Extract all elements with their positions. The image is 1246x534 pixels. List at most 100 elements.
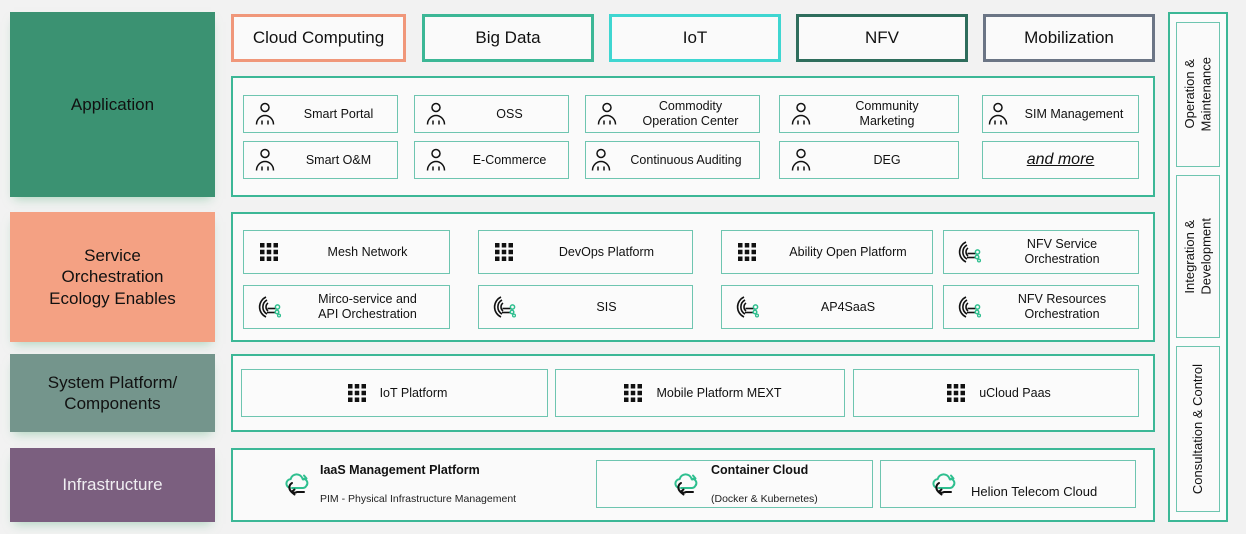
orchestration-icon [730,295,764,319]
layer-label-service: Service Orchestration Ecology Enables [10,212,215,342]
sys-item-label: uCloud Paas [979,385,1051,400]
svc-item-label: DevOps Platform [558,244,655,259]
inf-item-iaas-management-platform[interactable]: IaaS Management Platform PIM - Physical … [243,460,588,508]
category-nfv[interactable]: NFV [796,14,968,62]
category-iot[interactable]: IoT [609,14,781,62]
svc-item-sis[interactable]: SIS [478,285,693,329]
inf-item-container-cloud[interactable]: Container Cloud (Docker & Kubernetes) [596,460,873,508]
inf-item-helion-telecom-cloud[interactable]: Helion Telecom Cloud [880,460,1136,508]
inf-item-label: Container Cloud [711,462,809,477]
person-icon [250,102,280,126]
app-item-oss[interactable]: OSS [414,95,569,133]
app-item-label: E-Commerce [472,152,547,167]
orchestration-icon [952,240,986,264]
inf-item-sublabel: PIM - Physical Infrastructure Management [320,492,517,505]
grid-dots-icon [342,384,372,402]
sidebar-item-label: Integration & Development [1181,218,1213,295]
grid-dots-icon [487,243,521,261]
sidebar-item-label: Consultation & Control [1189,363,1205,495]
app-item-label: DEG [873,152,901,167]
app-item-label: and more [1026,151,1095,169]
person-icon [786,102,816,126]
sidebar-item-consultation-control[interactable]: Consultation & Control [1176,346,1220,512]
layer-label-system: System Platform/ Components [10,354,215,432]
svc-item-label: Mirco-service and API Orchestration [318,292,417,321]
cloud-sync-icon [669,471,705,497]
category-label: Cloud Computing [252,28,385,47]
sys-item-iot-platform[interactable]: IoT Platform [241,369,548,417]
grid-dots-icon [618,384,648,402]
app-item-label: SIM Management [1024,106,1124,121]
person-icon [421,148,451,172]
person-icon [786,148,816,172]
app-item-continuous-auditing[interactable]: Continuous Auditing [585,141,760,179]
inf-item-text: IaaS Management Platform PIM - Physical … [316,448,587,521]
orchestration-icon [252,295,286,319]
layer-label-system-text: System Platform/ Components [47,372,178,413]
grid-dots-icon [941,384,971,402]
app-item-smart-om[interactable]: Smart O&M [243,141,398,179]
layer-label-application-text: Application [70,94,155,114]
category-mobilization[interactable]: Mobilization [983,14,1155,62]
svc-item-nfv-resources-orchestration[interactable]: NFV Resources Orchestration [943,285,1139,329]
svc-item-label: SIS [596,299,617,314]
category-label: NFV [865,28,899,47]
svc-item-devops-platform[interactable]: DevOps Platform [478,230,693,274]
category-label: Mobilization [1024,28,1114,47]
svc-item-nfv-service-orchestration[interactable]: NFV Service Orchestration [943,230,1139,274]
svc-item-microservice-api-orchestration[interactable]: Mirco-service and API Orchestration [243,285,450,329]
sys-item-label: Mobile Platform MEXT [656,385,782,400]
layer-label-infrastructure-text: Infrastructure [62,475,163,495]
category-big-data[interactable]: Big Data [422,14,594,62]
inf-item-text: Container Cloud (Docker & Kubernetes) [705,448,872,521]
svc-item-label: Mesh Network [327,244,408,259]
app-item-label: Continuous Auditing [630,152,742,167]
app-item-label: Community Marketing [855,99,919,128]
svc-item-label: AP4SaaS [820,299,876,314]
person-icon [250,148,280,172]
category-cloud-computing[interactable]: Cloud Computing [231,14,406,62]
layer-label-infrastructure: Infrastructure [10,448,215,522]
app-item-label: OSS [496,106,523,121]
inf-item-label: IaaS Management Platform [320,462,480,477]
svc-item-label: Ability Open Platform [789,244,907,259]
sidebar-item-integration-development[interactable]: Integration & Development [1176,175,1220,338]
app-item-e-commerce[interactable]: E-Commerce [414,141,569,179]
person-icon [589,148,613,172]
inf-item-sublabel: (Docker & Kubernetes) [711,492,818,505]
app-item-deg[interactable]: DEG [779,141,959,179]
layer-label-service-text: Service Orchestration Ecology Enables [49,246,176,308]
orchestration-icon [952,295,986,319]
cloud-sync-icon [280,471,316,497]
person-icon [986,102,1010,126]
app-item-community-marketing[interactable]: Community Marketing [779,95,959,133]
category-label: Big Data [475,28,541,47]
app-item-and-more[interactable]: and more [982,141,1139,179]
sidebar-item-operation-maintenance[interactable]: Operation & Maintenance [1176,22,1220,167]
app-item-sim-management[interactable]: SIM Management [982,95,1139,133]
orchestration-icon [487,295,521,319]
svc-item-mesh-network[interactable]: Mesh Network [243,230,450,274]
svc-item-label: NFV Resources Orchestration [1017,292,1107,321]
app-item-commodity-operation-center[interactable]: Commodity Operation Center [585,95,760,133]
app-item-smart-portal[interactable]: Smart Portal [243,95,398,133]
inf-item-label: Helion Telecom Cloud [971,484,1098,499]
cloud-sync-icon [927,471,963,497]
layer-label-application: Application [10,12,215,197]
sys-item-label: IoT Platform [379,385,448,400]
app-item-label: Commodity Operation Center [642,99,739,128]
sys-item-ucloud-paas[interactable]: uCloud Paas [853,369,1139,417]
grid-dots-icon [730,243,764,261]
svc-item-ability-open-platform[interactable]: Ability Open Platform [721,230,933,274]
person-icon [421,102,451,126]
grid-dots-icon [252,243,286,261]
app-item-label: Smart Portal [303,106,374,121]
sidebar-item-label: Operation & Maintenance [1181,57,1213,132]
category-label: IoT [682,28,708,47]
app-item-label: Smart O&M [305,152,372,167]
sys-item-mobile-platform-mext[interactable]: Mobile Platform MEXT [555,369,845,417]
inf-item-text: Helion Telecom Cloud [963,468,1135,499]
svc-item-label: NFV Service Orchestration [1024,237,1100,266]
svc-item-ap4saas[interactable]: AP4SaaS [721,285,933,329]
